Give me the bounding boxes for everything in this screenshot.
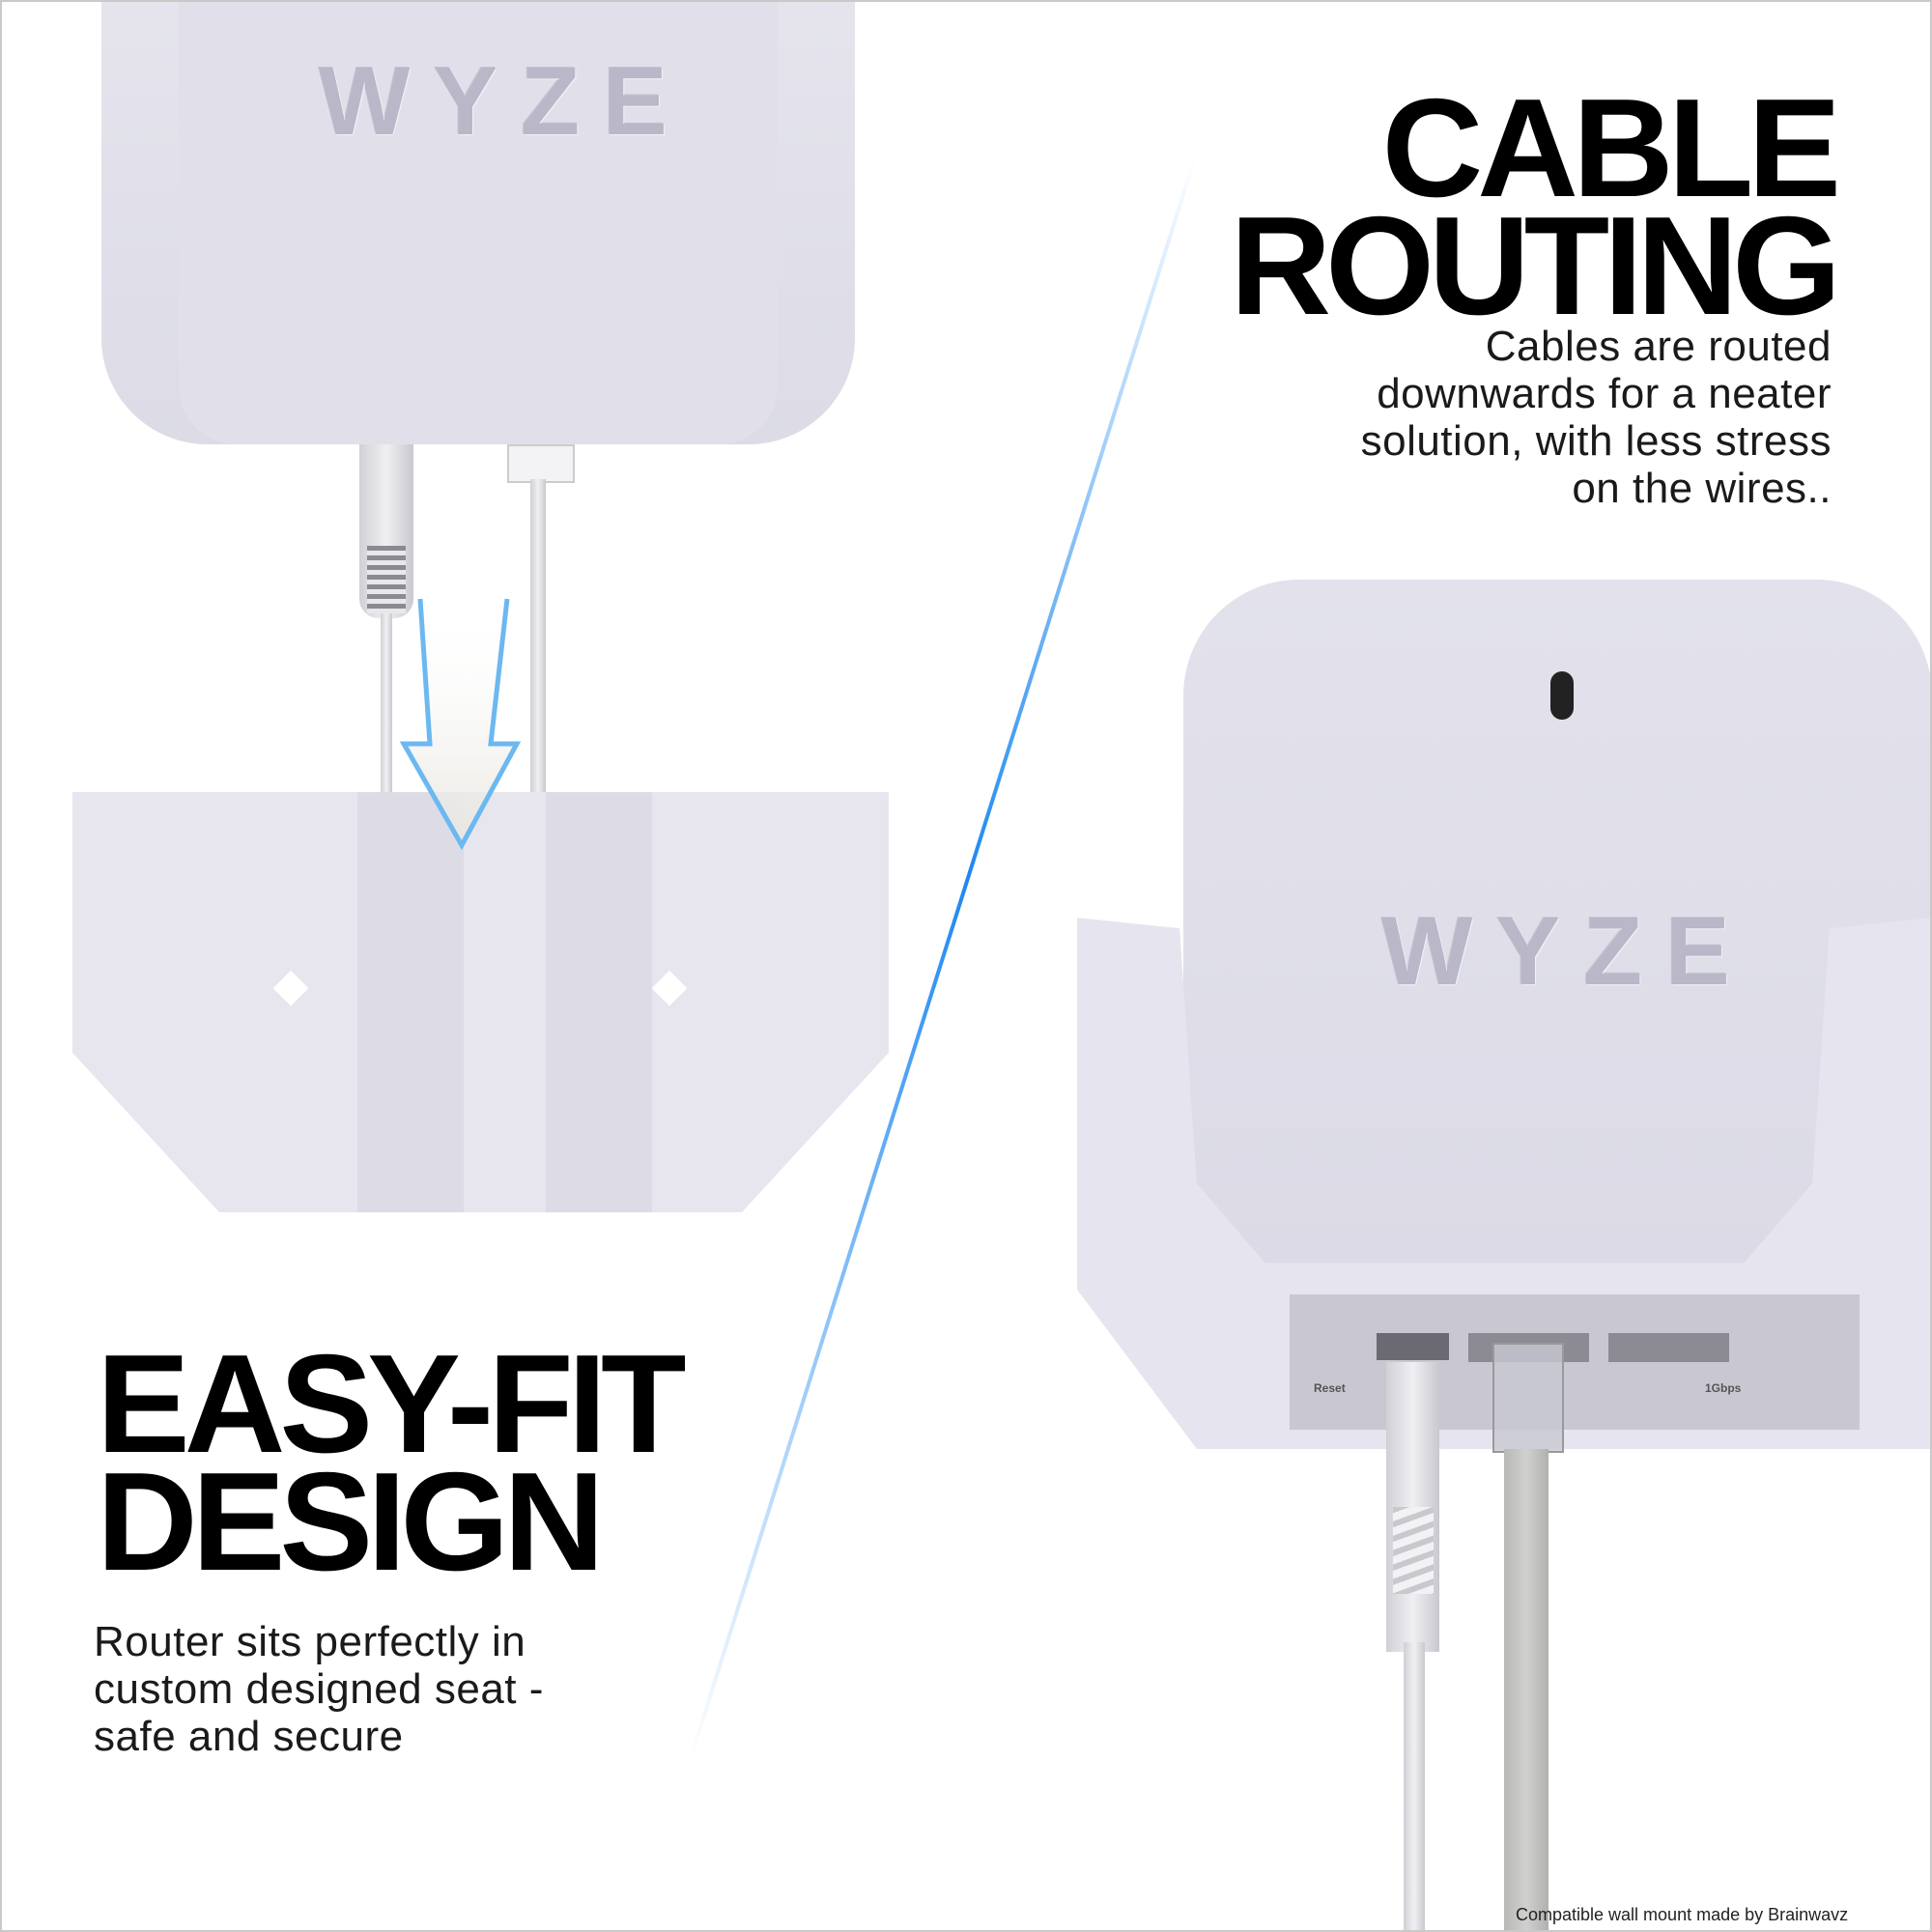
- arrow-down-icon: [399, 598, 522, 851]
- router-logo: WYZE: [319, 47, 691, 156]
- divider-line: [689, 156, 1197, 1759]
- status-led: [1550, 671, 1574, 720]
- cable-routing-description: Cables are routed downwards for a neater…: [1360, 323, 1832, 512]
- router-logo: WYZE: [1381, 897, 1753, 1006]
- easy-fit-description: Router sits perfectly in custom designed…: [94, 1618, 544, 1760]
- credit-text: Compatible wall mount made by Brainwavz: [1516, 1905, 1849, 1924]
- port-label: Reset: [1314, 1381, 1346, 1395]
- router-image-top: WYZE: [101, 0, 855, 444]
- port-label: 1Gbps: [1705, 1381, 1742, 1395]
- cable-routing-heading: CABLE ROUTING: [1230, 70, 1841, 344]
- ethernet-cable: [1504, 1449, 1548, 1932]
- router-in-mount-image: WYZE Reset 1Gbps: [1077, 580, 1932, 1932]
- ethernet-plug: [1492, 1343, 1564, 1453]
- port-panel: Reset 1Gbps: [1290, 1294, 1860, 1430]
- plug-grip: [367, 546, 406, 613]
- easy-fit-heading: EASY-FIT DESIGN: [97, 1325, 687, 1600]
- wall-mount-image: [72, 792, 889, 1212]
